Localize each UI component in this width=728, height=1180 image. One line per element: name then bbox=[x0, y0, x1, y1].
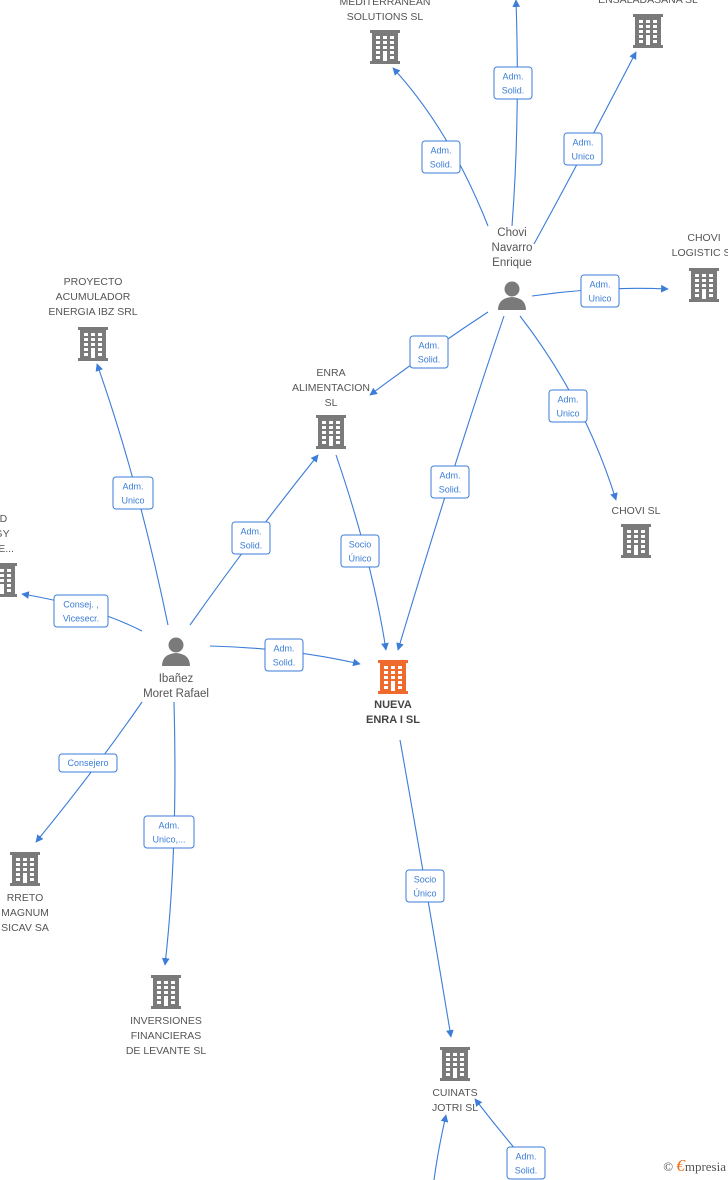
edge-label-11: Adm.Solid. bbox=[273, 644, 296, 668]
edge-0[interactable]: Adm.Solid. bbox=[493, 0, 533, 227]
brand-initial: € bbox=[676, 1156, 685, 1175]
edge-label-0: Adm.Solid. bbox=[502, 72, 525, 96]
edge-arrow-15 bbox=[474, 1098, 517, 1151]
edge-3[interactable]: Adm.Unico bbox=[531, 274, 669, 308]
edge-4[interactable]: Adm.Solid. bbox=[369, 311, 489, 396]
edge-label-10: Consej. ,Vicesecr. bbox=[63, 600, 99, 624]
copyright-symbol: © bbox=[663, 1159, 674, 1174]
edge-label-5: Adm.Unico bbox=[556, 395, 579, 419]
edge-label-13: Adm.Unico,... bbox=[152, 821, 185, 845]
edge-label-box-12 bbox=[58, 753, 118, 773]
edge-10[interactable]: Consej. ,Vicesecr. bbox=[21, 591, 143, 632]
edge-arrow-bottom-incoming bbox=[433, 1114, 449, 1180]
edge-label-box-9 bbox=[340, 534, 380, 568]
edge-label-box-0 bbox=[493, 66, 533, 100]
company-arreto-building-icon[interactable] bbox=[10, 852, 40, 886]
edge-12[interactable]: Consejero bbox=[35, 701, 143, 843]
company-enra-alimentacion-building-icon[interactable] bbox=[316, 415, 346, 449]
company-proyecto-building-icon[interactable] bbox=[78, 327, 108, 361]
company-ensaladasana-building-icon[interactable] bbox=[633, 14, 663, 48]
edge-label-2: Adm.Unico bbox=[571, 138, 594, 162]
edges-layer: Adm.Solid.Adm.Solid.Adm.UnicoAdm.UnicoAd… bbox=[21, 0, 669, 1180]
edge-label-box-3 bbox=[580, 274, 620, 308]
edge-label-1: Adm.Solid. bbox=[430, 146, 453, 170]
edge-label-box-15 bbox=[506, 1146, 546, 1180]
edge-1[interactable]: Adm.Solid. bbox=[392, 67, 489, 227]
edge-8[interactable]: Adm.Solid. bbox=[189, 454, 319, 626]
edge-label-8: Adm.Solid. bbox=[240, 527, 263, 551]
edge-15[interactable]: Adm.Solid. bbox=[474, 1098, 546, 1180]
edge-label-box-7 bbox=[112, 476, 154, 510]
edge-11[interactable]: Adm.Solid. bbox=[209, 638, 361, 672]
company-chovi-sl-building-icon[interactable] bbox=[621, 524, 651, 558]
edge-label-box-4 bbox=[409, 335, 449, 369]
edge-label-7: Adm.Unico bbox=[121, 482, 144, 506]
edge-label-box-5 bbox=[548, 389, 588, 423]
edge-label-box-11 bbox=[264, 638, 304, 672]
company-chovi-logistic-building-icon[interactable] bbox=[689, 268, 719, 302]
person-chovi-navarro-person-icon[interactable] bbox=[498, 281, 526, 311]
company-cuinats-building-icon[interactable] bbox=[440, 1047, 470, 1081]
edge-arrow-1 bbox=[392, 67, 489, 227]
edge-label-box-13 bbox=[143, 815, 195, 849]
edge-label-15: Adm.Solid. bbox=[515, 1152, 538, 1176]
company-label-ensaladasana: ENSALADASANA SL bbox=[598, 0, 698, 6]
edge-7[interactable]: Adm.Unico bbox=[95, 363, 169, 626]
edge-label-box-14 bbox=[405, 869, 445, 903]
edge-label-6: Adm.Solid. bbox=[439, 471, 462, 495]
brand-name: mpresia bbox=[684, 1159, 726, 1174]
edge-label-box-2 bbox=[563, 132, 603, 166]
company-label-hybrid: IDGYGE... bbox=[0, 513, 14, 555]
person-ibanez-person-icon[interactable] bbox=[162, 637, 190, 667]
edge-arrow-0 bbox=[511, 0, 521, 227]
edge-label-12: Consejero bbox=[67, 758, 108, 768]
edge-2[interactable]: Adm.Unico bbox=[533, 51, 637, 245]
edge-label-4: Adm.Solid. bbox=[418, 341, 441, 365]
main-company-nueva-enra-building-icon[interactable] bbox=[378, 660, 408, 694]
company-hybrid-building-icon[interactable] bbox=[0, 563, 17, 597]
edge-13[interactable]: Adm.Unico,... bbox=[143, 701, 195, 966]
company-label-chovi-sl: CHOVI SL bbox=[611, 505, 660, 517]
edge-5[interactable]: Adm.Unico bbox=[519, 315, 618, 501]
company-mediterranean-building-icon[interactable] bbox=[370, 30, 400, 64]
edge-label-box-8 bbox=[231, 521, 271, 555]
edge-label-3: Adm.Unico bbox=[588, 280, 611, 304]
company-inversiones-building-icon[interactable] bbox=[151, 975, 181, 1009]
edge-label-box-6 bbox=[430, 465, 470, 499]
empresia-logo[interactable]: © €mpresia bbox=[663, 1156, 726, 1176]
edge-label-box-1 bbox=[421, 140, 461, 174]
edge-label-box-10 bbox=[53, 594, 109, 628]
edge-6[interactable]: Adm.Solid. bbox=[396, 315, 505, 651]
